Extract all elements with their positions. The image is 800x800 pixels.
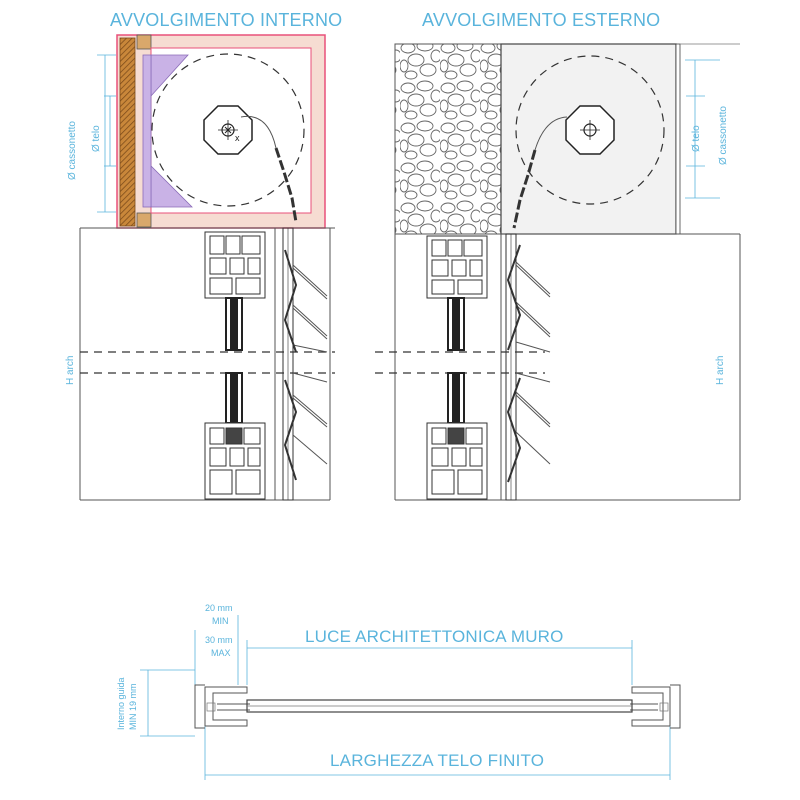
external-dimensions	[685, 59, 720, 199]
label-min-value: 20 mm	[205, 603, 233, 613]
title-internal: AVVOLGIMENTO INTERNO	[110, 10, 342, 30]
internal-roll-circle	[151, 53, 305, 207]
label-max-value: 30 mm	[205, 635, 233, 645]
internal-dimensions	[97, 54, 116, 213]
label-h-arch-internal: H arch	[65, 356, 76, 385]
label-box-diameter-internal: Ø cassonetto	[67, 121, 78, 180]
svg-text:x: x	[235, 133, 240, 143]
internal-louvres	[283, 249, 328, 481]
label-guide-min: MIN 19 mm	[128, 683, 138, 730]
external-stone-wall	[394, 43, 502, 235]
plan-section	[194, 684, 681, 729]
external-shaft	[565, 105, 615, 155]
label-wall-opening: LUCE ARCHITETTONICA MURO	[305, 627, 564, 646]
label-h-arch-external: H arch	[715, 356, 726, 385]
internal-shaft: x	[203, 105, 253, 155]
title-external: AVVOLGIMENTO ESTERNO	[422, 10, 660, 30]
external-roll-circle	[515, 55, 665, 205]
external-strap-curve	[534, 116, 568, 151]
external-roller-box	[500, 43, 740, 235]
internal-window-profile-top	[204, 231, 266, 351]
external-window-profile-top	[426, 235, 488, 351]
external-slats-top	[512, 149, 537, 229]
external-window-profile-bottom	[426, 372, 488, 500]
label-guide-inner: Interno guida	[116, 677, 126, 730]
external-guide-rail	[505, 233, 517, 501]
label-box-diameter-external: Ø cassonetto	[718, 106, 729, 165]
min-max-labels: 20 mm MIN 30 mm MAX	[205, 603, 233, 658]
label-cloth-diameter-internal: Ø telo	[91, 125, 102, 152]
internal-strap-curve	[240, 115, 277, 149]
label-cloth-diameter-external: Ø telo	[691, 125, 702, 152]
internal-window-profile-bottom	[204, 372, 266, 500]
label-max-word: MAX	[211, 648, 231, 658]
label-min-word: MIN	[212, 616, 229, 626]
external-louvres	[506, 244, 551, 483]
label-finished-width: LARGHEZZA TELO FINITO	[330, 751, 544, 770]
plan-dimension-lines	[140, 615, 671, 780]
